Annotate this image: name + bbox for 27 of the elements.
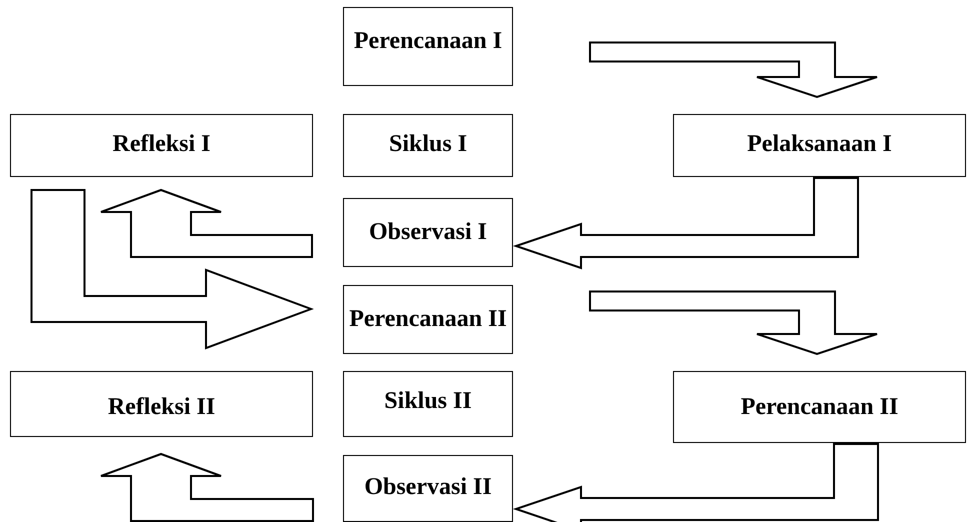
box-label: Siklus II: [384, 388, 472, 415]
box-label: Pelaksanaan I: [747, 131, 892, 158]
block-arrow: [589, 290, 878, 356]
process-box: [343, 455, 513, 522]
box-label: Refleksi II: [108, 394, 216, 421]
process-box: [10, 371, 313, 437]
process-box: [343, 7, 513, 86]
block-arrow: [589, 42, 878, 98]
process-box: [673, 114, 966, 177]
box-label: Observasi II: [364, 474, 492, 501]
block-arrow: [512, 443, 879, 522]
box-label: Perencanaan II: [349, 306, 507, 333]
block-arrow: [512, 177, 859, 270]
box-label: Refleksi I: [112, 131, 210, 158]
box-label: Observasi I: [368, 219, 487, 246]
process-box: [343, 114, 513, 177]
process-box: [343, 371, 513, 437]
box-label: Siklus I: [388, 131, 468, 158]
block-arrow: [100, 452, 314, 522]
block-arrow: [30, 189, 314, 350]
box-label: Perencanaan II: [740, 394, 898, 421]
process-box: [343, 198, 513, 267]
box-label: Perencanaan I: [354, 28, 502, 55]
process-box: [673, 371, 966, 443]
process-box: [343, 285, 513, 354]
block-arrow: [100, 188, 313, 258]
process-box: [10, 114, 313, 177]
